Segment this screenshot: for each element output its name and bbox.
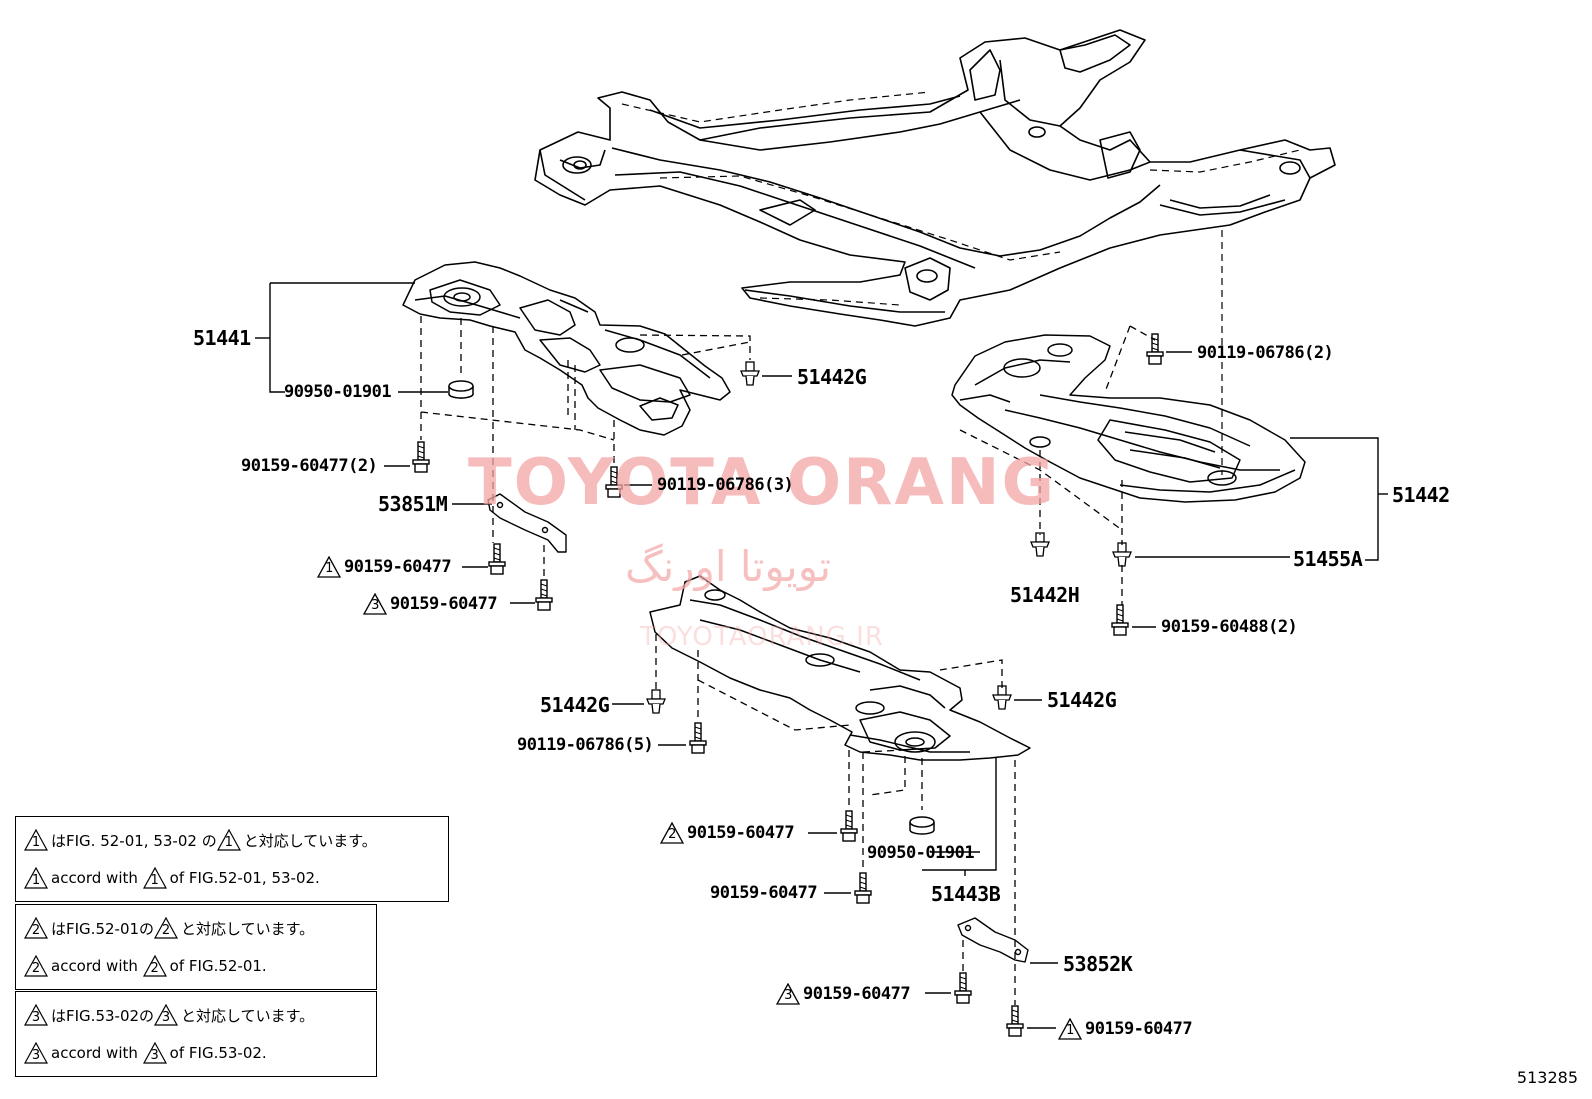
note-text: と対応しています。 <box>181 1006 315 1025</box>
label-90950-01901-bottom: 90950-01901 <box>867 843 975 863</box>
watermark-persian: تویوتا اورنگ <box>625 542 832 591</box>
label-90159-60477-bottom: 90159-60477 <box>710 883 818 903</box>
label-51441: 51441 <box>193 326 251 350</box>
crossmember-dashes <box>621 91 1301 475</box>
label-90159-60477-2: 90159-60477(2) <box>241 456 378 476</box>
note-3-triangle-icon: 3 <box>776 983 800 1005</box>
label-90119-06786-2: 90119-06786(2) <box>1197 343 1334 363</box>
note-text: はFIG. 52-01, 53-02 の <box>51 831 217 850</box>
note-triangle-icon: 3 <box>142 1042 167 1064</box>
note-triangle-icon: 1 <box>142 867 167 889</box>
note-triangle-icon: 1 <box>24 829 48 851</box>
cover-51441 <box>402 261 731 436</box>
note-box-1: 1 はFIG. 52-01, 53-02 の 1 と対応しています。 1 acc… <box>15 816 449 902</box>
note-text: accord with <box>51 957 138 975</box>
note-text: accord with <box>51 869 138 887</box>
figure-code: 513285 <box>1516 1068 1578 1087</box>
note-triangle-icon: 2 <box>24 955 48 977</box>
note-text: of FIG.53-02. <box>169 1044 267 1062</box>
label-90950-01901-top: 90950-01901 <box>284 382 392 402</box>
note-triangle-icon: 3 <box>24 1042 48 1064</box>
note-triangle-icon: 3 <box>154 1004 179 1026</box>
label-51442G-top: 51442G <box>797 365 867 389</box>
note-text: はFIG.52-01の <box>51 919 155 938</box>
clips <box>646 361 1132 714</box>
label-90119-06786-5: 90119-06786(5) <box>517 735 654 755</box>
label-51442G-mid-right: 51442G <box>1047 688 1117 712</box>
note-box-3: 3 はFIG.53-02の 3 と対応しています。 3 accord with … <box>15 991 377 1077</box>
bracket-53852K <box>957 917 1029 963</box>
cover-51442 <box>951 334 1306 503</box>
note-1-triangle-icon: 1 <box>1058 1018 1082 1040</box>
alignment-dashes <box>420 316 1156 1005</box>
note-text: と対応しています。 <box>181 919 315 938</box>
watermark-site: TOYOTAORANG.IR <box>640 622 884 652</box>
label-90119-06786-3: 90119-06786(3) <box>657 475 794 495</box>
crossmember-frame <box>534 29 1336 327</box>
note-text: of FIG.52-01. <box>169 957 267 975</box>
label-90159-60488-2: 90159-60488(2) <box>1161 617 1298 637</box>
note-triangle-icon: 2 <box>154 917 179 939</box>
bolts <box>412 333 1164 1037</box>
note-triangle-icon: 3 <box>24 1004 48 1026</box>
note-triangle-icon: 2 <box>24 917 48 939</box>
note-text: と対応しています。 <box>243 831 377 850</box>
note-1-triangle-icon: 1 <box>317 556 341 578</box>
label-53852K: 53852K <box>1063 952 1133 976</box>
note-text: of FIG.52-01, 53-02. <box>169 869 320 887</box>
label-51455A: 51455A <box>1293 547 1363 571</box>
label-51442H: 51442H <box>1010 583 1080 607</box>
note-3-triangle-icon: 3 <box>363 593 387 615</box>
note-triangle-icon: 2 <box>142 955 167 977</box>
label-51442G-mid-left: 51442G <box>540 693 610 717</box>
grommet-bottom <box>909 816 935 835</box>
note-triangle-icon: 1 <box>24 867 48 889</box>
cover-51443B <box>649 575 1031 761</box>
note-2-triangle-icon: 2 <box>660 822 684 844</box>
note-triangle-icon: 1 <box>216 829 241 851</box>
note-box-2: 2 はFIG.52-01の 2 と対応しています。 2 accord with … <box>15 904 377 990</box>
watermark-brand: TOYOTA ORANG <box>468 446 1057 520</box>
grommet-top <box>448 380 474 399</box>
label-51443B: 51443B <box>931 882 1001 906</box>
bracket-53851M <box>487 493 567 553</box>
label-51442: 51442 <box>1392 483 1450 507</box>
label-53851M: 53851M <box>378 492 448 516</box>
note-text: accord with <box>51 1044 138 1062</box>
note-text: はFIG.53-02の <box>51 1006 155 1025</box>
leader-lines <box>255 282 1388 1029</box>
